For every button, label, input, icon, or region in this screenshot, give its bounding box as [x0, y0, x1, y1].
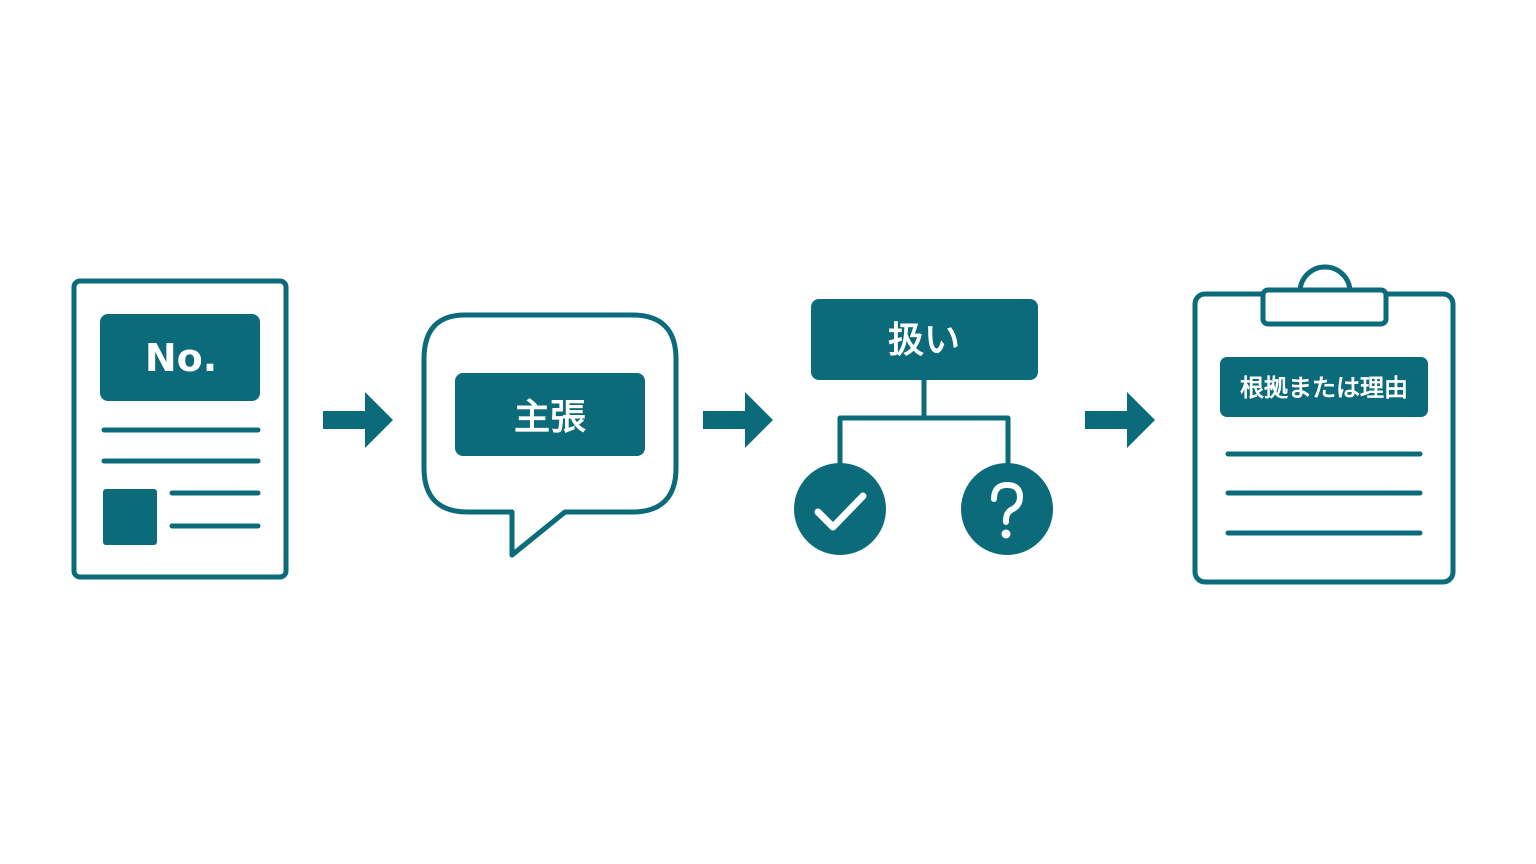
speech-bubble-icon [421, 312, 679, 558]
document-icon [71, 278, 289, 580]
document-label: No. [145, 336, 217, 380]
step-clipboard: 根拠または理由 [1192, 264, 1456, 585]
document-image-block [103, 489, 157, 545]
document-label-box [100, 314, 260, 401]
step-document: No. [71, 278, 289, 580]
clipboard-icon [1192, 291, 1456, 585]
step-speech-bubble: 主張 [421, 312, 679, 558]
clipboard-label-box [1220, 357, 1428, 417]
step-decision-tree: 扱い [794, 299, 1053, 555]
clipboard-label: 根拠または理由 [1240, 374, 1408, 402]
decision-label-box [811, 299, 1038, 380]
arrow-right-icon [1085, 392, 1155, 448]
arrow-right-icon [703, 392, 773, 448]
speech-label-box [455, 373, 645, 456]
decision-label: 扱い [888, 320, 960, 361]
check-icon [794, 463, 886, 555]
clipboard-clip-icon [1260, 264, 1389, 327]
arrow-right-icon [323, 392, 393, 448]
speech-label: 主張 [514, 397, 586, 438]
question-icon [961, 463, 1053, 555]
decision-tree-icon [837, 380, 1011, 466]
